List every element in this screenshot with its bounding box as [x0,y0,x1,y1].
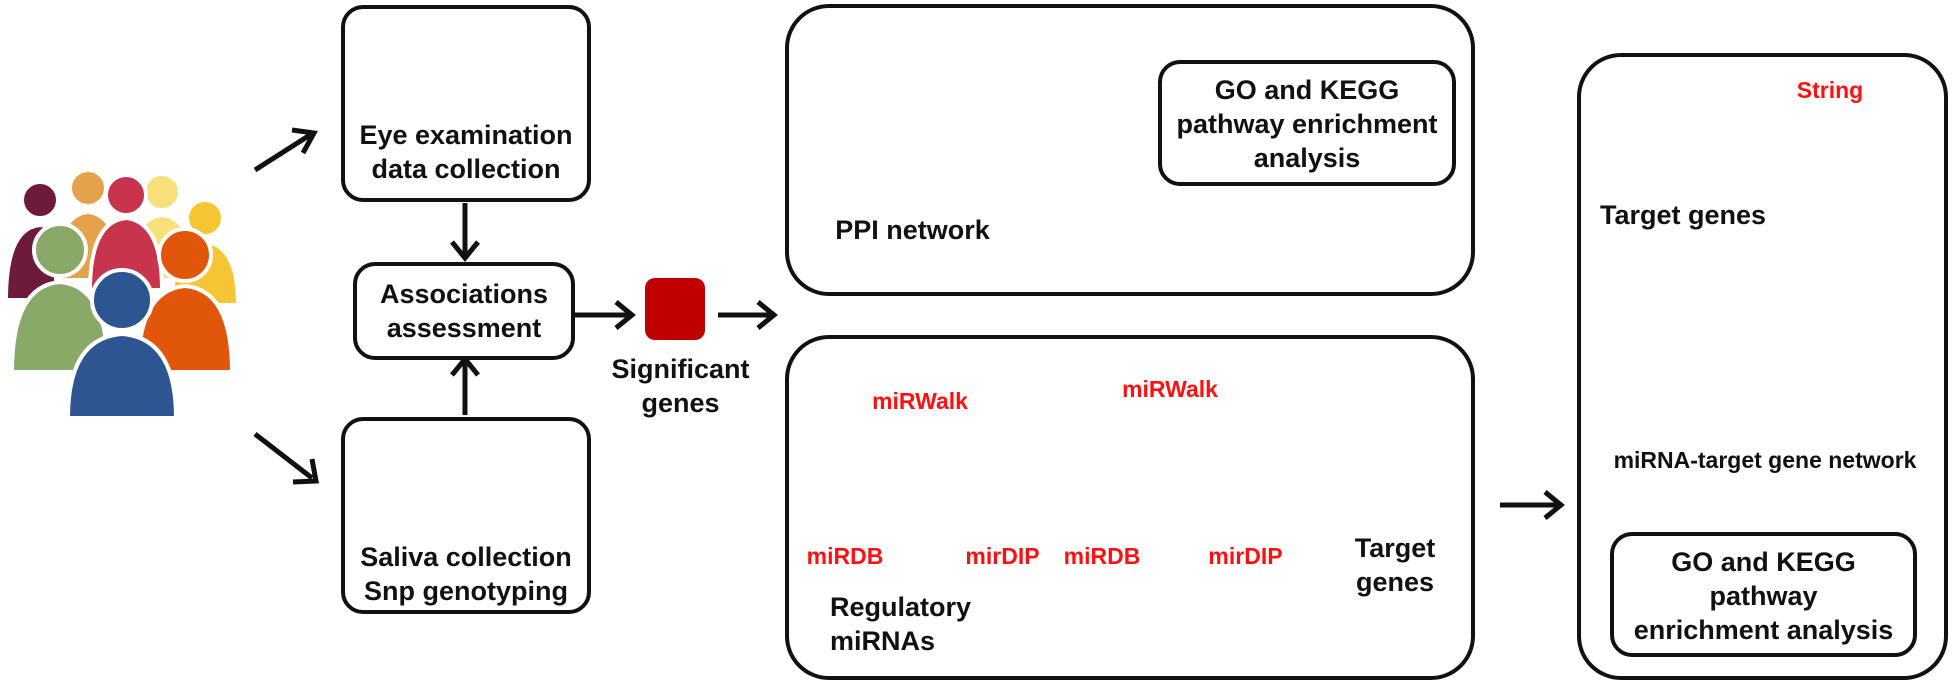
right-enrichment-label: GO and KEGG pathway enrichment analysis [1633,547,1894,645]
venn1-mirwalk-label: miRWalk [872,388,968,414]
associations-box [353,262,575,360]
venn2-mirdb-label: miRDB [1063,543,1141,569]
mirna-panel [785,335,1475,680]
venn1-mirdb-label: miRDB [806,543,884,569]
arrow-people-to-saliva [253,432,314,480]
venn1-mirdip-label: mirDIP [965,543,1040,569]
people-group-icon [3,168,241,420]
eye-exam-box [341,5,591,202]
venn2-mirdip-label: mirDIP [1208,543,1283,569]
venn2-mirwalk-label: miRWalk [1122,376,1218,402]
associations-label: Associations assessment [379,279,549,343]
network-label: miRNA-target gene network [1613,447,1917,473]
significant-genes-square [645,278,705,340]
arrow-people-to-eye [253,132,312,173]
significant-genes-label: Significant genes [611,354,750,418]
eye-exam-label: Eye examination data collection [359,120,573,184]
right-target-genes-label: Target genes [1599,200,1767,230]
ppi-enrichment-label: GO and KEGG pathway enrichment analysis [1176,75,1438,173]
right-enrichment-box [1610,532,1917,657]
mid-target-genes-label: Target genes [1354,533,1436,597]
ppi-network-label: PPI network [835,215,990,245]
saliva-box [341,417,591,614]
saliva-label: Saliva collection Snp genotyping [360,542,572,606]
string-label: String [1796,77,1864,103]
ppi-enrichment-box [1158,60,1456,186]
regulatory-mirnas-label: Regulatory miRNAs [830,592,972,656]
